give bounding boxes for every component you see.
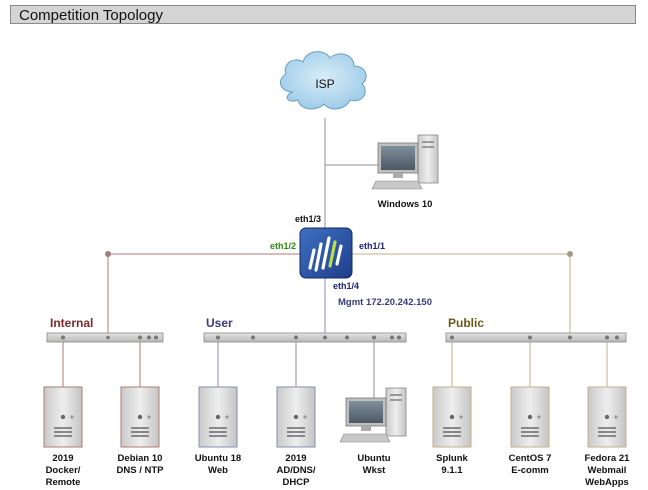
internal-junction	[105, 251, 111, 257]
eth-bottom-label: eth1/4	[333, 281, 359, 291]
page-title: Competition Topology	[19, 7, 163, 24]
isp-cloud-icon: ISP	[279, 51, 367, 110]
server-1-label-line2: Docker/	[46, 465, 81, 476]
eth-left-label: eth1/2	[270, 241, 296, 251]
segment-public-label: Public	[448, 316, 484, 330]
server-2-label-line1: Debian 10	[118, 453, 163, 464]
server-6-label-line2: 9.1.1	[441, 465, 463, 476]
server-7-label-line1: CentOS 7	[509, 453, 552, 464]
segment-user-label: User	[206, 316, 233, 330]
public-junction	[567, 251, 573, 257]
windows-label: Windows 10	[378, 199, 433, 210]
server-icon	[276, 386, 316, 448]
server-5-label-line1: Ubuntu	[357, 453, 390, 464]
workstation-icon	[339, 387, 407, 443]
eth-right-label: eth1/1	[359, 241, 385, 251]
server-2-label-line2: DNS / NTP	[117, 465, 165, 476]
eth-top-label: eth1/3	[295, 214, 321, 224]
server-icon	[198, 386, 238, 448]
server-3-label-line1: Ubuntu 18	[195, 453, 241, 464]
server-icon	[43, 386, 83, 448]
server-5-label-line2: Wkst	[363, 465, 387, 476]
server-6-label-line1: Splunk	[436, 453, 468, 464]
server-8-label-line1: Fedora 21	[585, 453, 631, 464]
switch-user	[203, 332, 407, 343]
server-4-label-line1: 2019	[285, 453, 306, 464]
server-8-label-line3: WebApps	[585, 477, 629, 488]
switch-public	[445, 332, 627, 343]
server-labels: 2019 Docker/ Remote Debian 10 DNS / NTP …	[46, 453, 631, 488]
connection-lines	[62, 118, 608, 398]
isp-label: ISP	[315, 77, 334, 91]
server-7-label-line2: E-comm	[511, 465, 548, 476]
firewall-icon	[299, 227, 353, 279]
server-4-label-line2: AD/DNS/	[276, 465, 315, 476]
server-1-label-line1: 2019	[52, 453, 73, 464]
server-3-label-line2: Web	[208, 465, 228, 476]
mgmt-label: Mgmt 172.20.242.150	[338, 297, 432, 308]
server-icon	[587, 386, 627, 448]
server-icon	[120, 386, 160, 448]
server-icons	[43, 386, 627, 448]
server-1-label-line3: Remote	[46, 477, 81, 488]
title-bar: Competition Topology	[10, 5, 636, 24]
switch-internal	[46, 332, 164, 343]
server-icon	[432, 386, 472, 448]
windows-pc-icon	[371, 134, 439, 190]
server-4-label-line3: DHCP	[283, 477, 311, 488]
server-icon	[510, 386, 550, 448]
server-8-label-line2: Webmail	[588, 465, 627, 476]
segment-internal-label: Internal	[50, 316, 93, 330]
